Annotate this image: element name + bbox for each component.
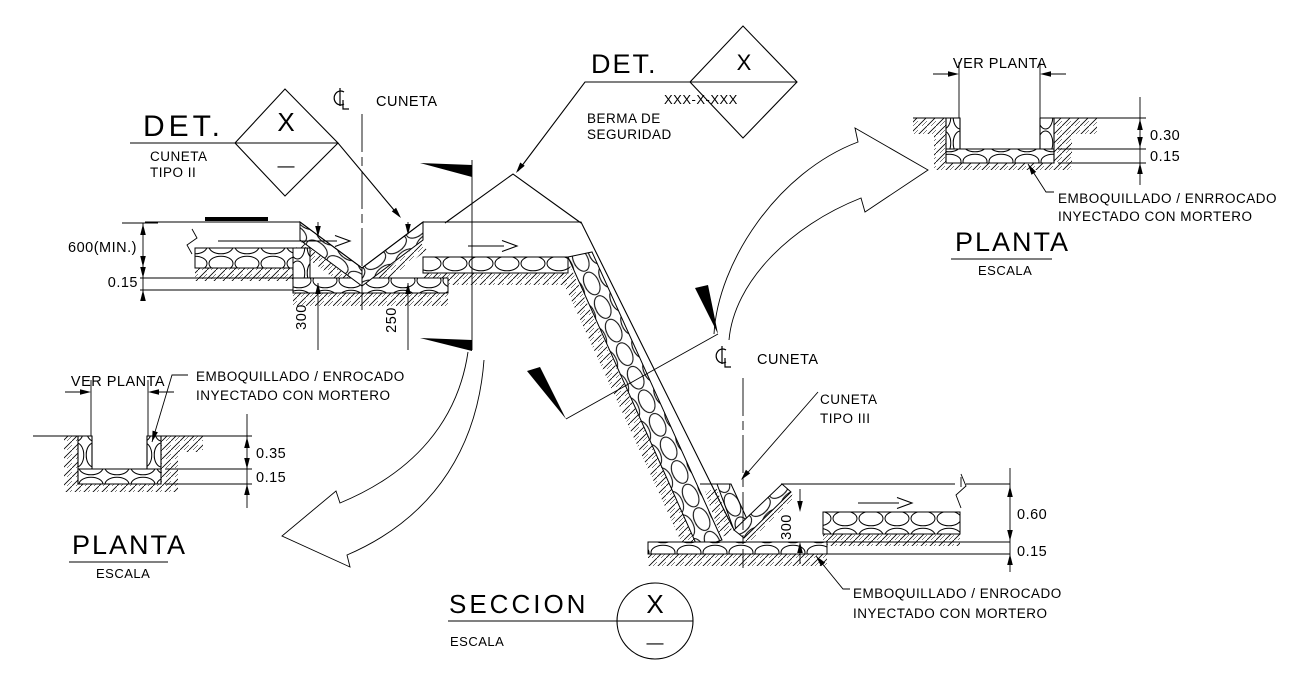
dim-015-right: 0.15 (1017, 544, 1047, 560)
centerline-left-label: CUNETA (376, 94, 438, 110)
break-mark-left (186, 228, 198, 255)
dim-250: 250 (384, 307, 400, 333)
cut-flag-3 (527, 367, 566, 419)
riprap-slope (567, 251, 723, 549)
riprap-bands (194, 220, 961, 555)
riprap-lower-berm (822, 511, 961, 535)
cut-flag-1 (420, 163, 472, 177)
det1-sub2: TIPO II (150, 165, 196, 180)
planta-detail-bottom-left: VER PLANTA 0.35 0.15 EMBOQUILLADO / ENRO… (33, 369, 405, 581)
flow-arrows (218, 234, 913, 510)
cut-flag-4 (695, 285, 718, 334)
seccion-title-block: SECCION ESCALA X — (448, 582, 694, 660)
riprap-bench (422, 256, 569, 274)
seccion-bubble-bottom: — (647, 633, 664, 652)
dim-015-left: 0.15 (108, 275, 138, 291)
seccion-bubble-top: X (646, 589, 663, 619)
planta-tr-dim-030: 0.30 (1150, 128, 1180, 144)
planta-bl-note1: EMBOQUILLADO / ENROCADO (196, 369, 405, 384)
planta-tr-note2: INYECTADO CON MORTERO (1058, 209, 1253, 224)
section-cut-marks (420, 160, 719, 420)
planta-bl-dim-035: 0.35 (256, 446, 286, 462)
seccion-bubble (616, 582, 694, 660)
centerline-icon (715, 345, 732, 368)
main-dimensions: 600(MIN.) 0.15 300 250 300 0.60 0.15 (68, 222, 1047, 572)
section-outline (122, 173, 1010, 555)
planta-tr-title: PLANTA (955, 227, 1070, 257)
emboq-br-line1: EMBOQUILLADO / ENROCADO (853, 586, 1062, 601)
det2-diamond (689, 25, 798, 139)
cut-line-slope (565, 333, 719, 420)
seccion-scale: ESCALA (450, 634, 504, 649)
base-layer-lines-right (827, 541, 1010, 555)
det2-code: XXX-X-XXX (664, 92, 738, 107)
berma-note2: SEGURIDAD (587, 127, 672, 142)
planta-tr-scale: ESCALA (978, 263, 1032, 278)
centerline-right-group: CUNETA (715, 345, 819, 568)
emboquillado-note-br: EMBOQUILLADO / ENROCADO INYECTADO CON MO… (813, 554, 1062, 621)
det1-bubble-bottom: — (278, 156, 295, 175)
det1-sub1: CUNETA (150, 149, 208, 164)
break-mark-right (955, 473, 967, 509)
planta-tr-note1: EMBOQUILLADO / ENRROCADO (1058, 191, 1277, 206)
cuneta3-line2: TIPO III (820, 411, 871, 426)
dim-600: 600(MIN.) (68, 240, 137, 256)
planta-detail-top-right: VER PLANTA 0.30 0.15 EMBOQUILLADO / ENRR… (913, 56, 1277, 278)
det1-title: DET. (143, 110, 224, 143)
det1-diamond (234, 88, 339, 197)
det2-title: DET. (591, 49, 658, 79)
seccion-title: SECCION (449, 589, 588, 619)
planta-bl-ver-planta: VER PLANTA (71, 374, 165, 390)
cut-flag-2 (420, 338, 472, 351)
planta-tr-dim-015: 0.15 (1150, 149, 1180, 165)
planta-bl-dim-015: 0.15 (256, 470, 286, 486)
dim-300-left: 300 (294, 304, 310, 330)
centerline-left-group: CUNETA (333, 87, 438, 310)
planta-bl-note2: INYECTADO CON MORTERO (196, 388, 391, 403)
curved-arrow-to-planta-tr (713, 127, 929, 341)
riprap-bottom (647, 541, 828, 555)
berma-note1: BERMA DE (587, 111, 661, 126)
curved-arrow-to-planta-bl (281, 351, 485, 568)
det2-bubble-top: X (737, 50, 752, 75)
base-layer-lines-left (140, 277, 293, 291)
centerline-right-label: CUNETA (757, 352, 819, 368)
planta-bl-title: PLANTA (72, 530, 187, 560)
dim-060: 0.60 (1017, 507, 1047, 523)
detail-callout-1: DET. X — CUNETA TIPO II (130, 88, 404, 220)
dim-300-right: 300 (779, 514, 795, 540)
planta-bl-scale: ESCALA (96, 566, 150, 581)
soil-hatch (195, 242, 960, 566)
riprap-cuneta3-right (733, 483, 792, 539)
cuneta3-line1: CUNETA (820, 392, 878, 407)
emboq-br-line2: INYECTADO CON MORTERO (853, 606, 1048, 621)
detail-callout-2: DET. X XXX-X-XXX BERMA DE SEGURIDAD (513, 25, 798, 175)
centerline-icon (333, 87, 350, 110)
cuneta3-label-group: CUNETA TIPO III (738, 391, 878, 482)
surface-line (145, 221, 734, 529)
curved-reference-arrows (281, 127, 929, 568)
det1-bubble-top: X (277, 107, 294, 137)
berm-triangle (444, 173, 582, 224)
planta-tr-ver-planta: VER PLANTA (953, 56, 1047, 72)
